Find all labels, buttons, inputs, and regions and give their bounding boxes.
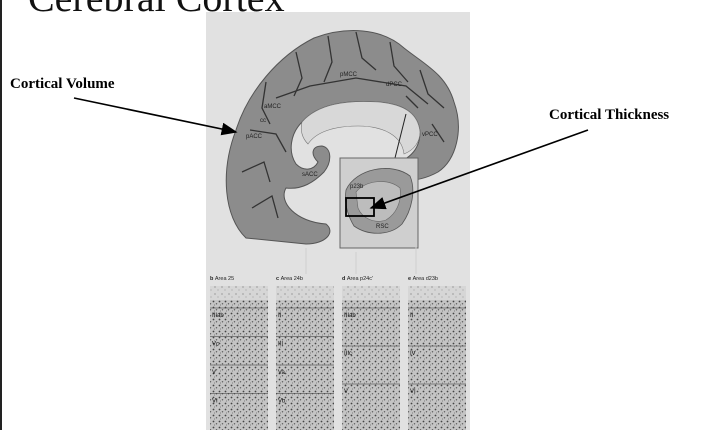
layer-label: IIIab [344,313,356,319]
region-label: sACC [302,172,318,178]
panel-header: b Area 25 [210,276,234,282]
region-label: RSC [376,224,389,230]
cortical-volume-label: Cortical Volume [10,76,115,93]
panel-header: c Area 24b [276,276,303,282]
panel-surface [210,286,268,300]
histology-panel [408,286,466,430]
layer-label: IIIab [212,313,224,319]
region-label: aMCC [264,104,282,110]
layer-label: V [212,370,216,376]
region-label: cc [260,118,266,124]
panel-header: d Area p24c' [342,276,373,282]
histology-panel [210,286,268,430]
region-label: pACC [246,134,263,140]
layer-label: VI [410,389,416,395]
layer-label: IIIc [344,351,352,357]
cingulate-figure: pACC pMCC aMCC dPCC vPCC cc sACC p23b RS… [206,12,470,430]
layer-label: III [278,342,283,348]
layer-label: II [410,313,414,319]
layer-label: II [278,313,282,319]
region-label: p23b [350,184,364,190]
cortical-thickness-label: Cortical Thickness [549,107,669,124]
layer-label: Vb [278,399,286,405]
panel-header: e Area d23b [408,276,438,282]
layer-label: Va [278,370,286,376]
layer-label: Vc [212,342,219,348]
left-border [0,0,2,430]
histology-panel [342,286,400,430]
histology-panel [276,286,334,430]
region-label: dPCC [386,82,403,88]
panel-surface [408,286,466,300]
layer-label: VI [212,399,218,405]
panel-surface [276,286,334,300]
region-label: vPCC [422,132,438,138]
layer-label: IV [410,351,416,357]
layer-label: V [344,389,348,395]
region-label: pMCC [340,72,358,78]
panel-surface [342,286,400,300]
